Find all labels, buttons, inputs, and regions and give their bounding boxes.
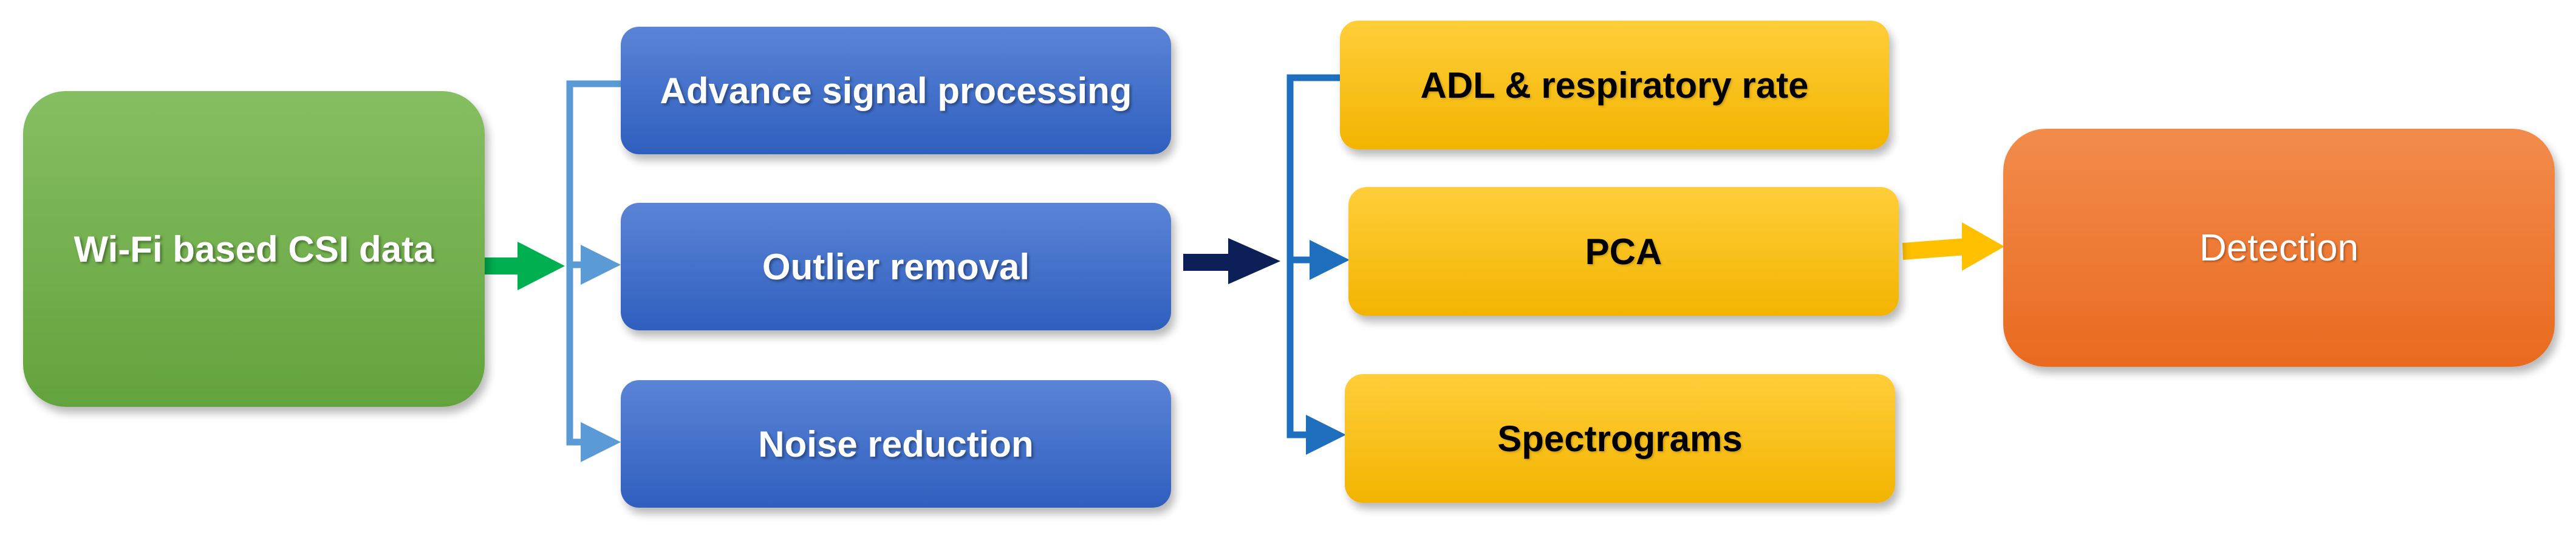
feature-box-spectrograms: Spectrograms xyxy=(1345,374,1895,503)
preprocessing-box-outlier-removal: Outlier removal xyxy=(621,203,1171,330)
preprocessing-label: Noise reduction xyxy=(758,423,1034,465)
features-bracket xyxy=(1286,74,1350,455)
feature-box-adl: ADL & respiratory rate xyxy=(1340,21,1889,149)
preprocessing-box-noise-reduction: Noise reduction xyxy=(621,380,1171,508)
feature-box-pca: PCA xyxy=(1348,187,1899,316)
yellow-arrow xyxy=(1902,222,2004,271)
feature-label: PCA xyxy=(1585,231,1662,272)
preprocessing-label: Advance signal processing xyxy=(660,70,1132,111)
preprocessing-box-signal-processing: Advance signal processing xyxy=(621,27,1171,154)
preprocessing-bracket xyxy=(566,80,621,462)
navy-arrow xyxy=(1183,238,1280,284)
input-label: Wi-Fi based CSI data xyxy=(73,228,434,270)
output-label: Detection xyxy=(2199,227,2359,269)
output-box: Detection xyxy=(2003,129,2555,367)
preprocessing-label: Outlier removal xyxy=(762,246,1030,287)
input-box: Wi-Fi based CSI data xyxy=(23,91,485,407)
green-arrow xyxy=(485,242,565,290)
feature-label: ADL & respiratory rate xyxy=(1420,64,1809,106)
feature-label: Spectrograms xyxy=(1497,418,1743,459)
